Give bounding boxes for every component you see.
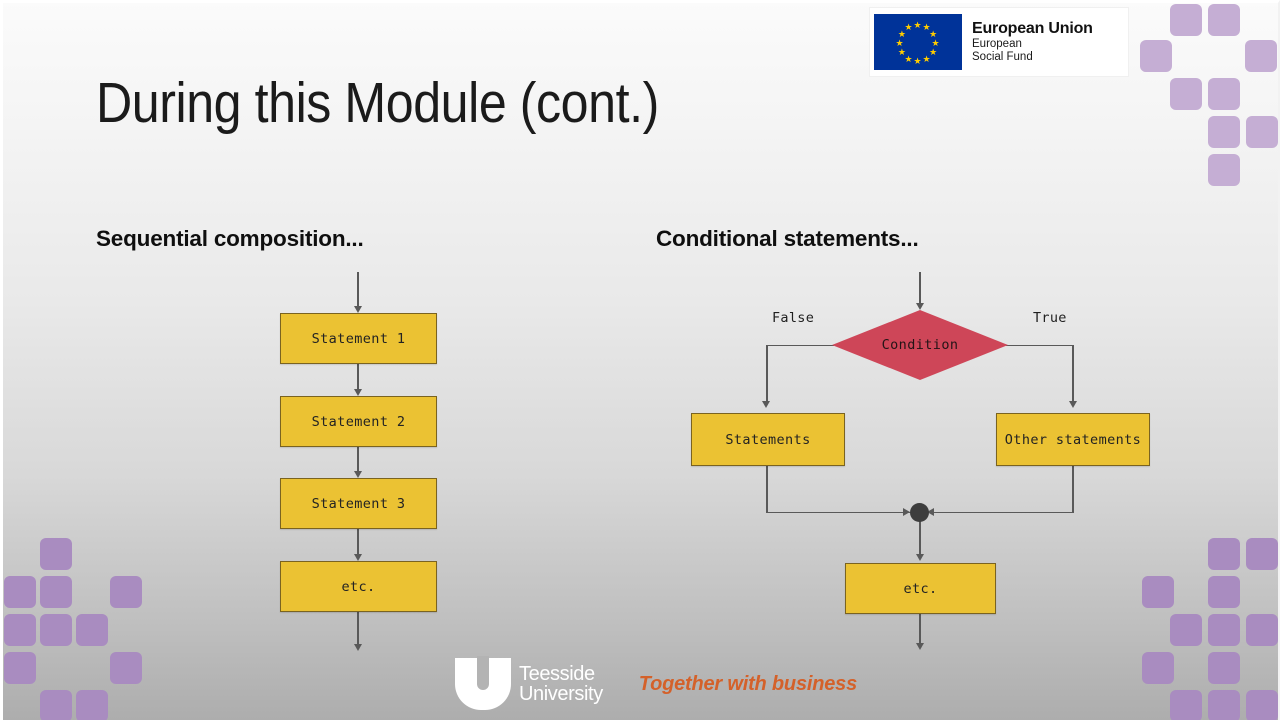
flow-merge-junction xyxy=(910,503,929,522)
decoration-square xyxy=(76,614,108,646)
flow-box-statements: Statements xyxy=(691,413,845,466)
decoration-square xyxy=(1170,690,1202,720)
decoration-square xyxy=(40,614,72,646)
flow-box-etc: etc. xyxy=(280,561,437,612)
section-heading-sequential: Sequential composition... xyxy=(96,226,364,251)
flow-box-label: Statement 1 xyxy=(311,330,406,347)
flow-connector xyxy=(919,614,921,644)
decoration-square xyxy=(40,538,72,570)
flow-box-statement-1: Statement 1 xyxy=(280,313,437,364)
flow-decision-label: Condition xyxy=(881,337,959,353)
decoration-square xyxy=(40,576,72,608)
flow-arrowhead xyxy=(903,508,910,516)
flow-box-label: etc. xyxy=(341,578,376,595)
decoration-square xyxy=(1246,690,1278,720)
flow-arrowhead xyxy=(353,644,362,651)
flow-connector xyxy=(919,272,921,305)
flow-arrowhead xyxy=(353,554,362,561)
footer-branding: Teesside University Together with busine… xyxy=(455,655,857,713)
flow-connector xyxy=(357,447,359,472)
flow-connector xyxy=(766,466,768,513)
eu-logo-text: European Union European Social Fund xyxy=(972,20,1093,64)
decoration-square xyxy=(4,652,36,684)
page-title: During this Module (cont.) xyxy=(96,71,659,135)
decoration-square xyxy=(1208,78,1240,110)
flow-box-label: Statement 3 xyxy=(311,495,406,512)
decoration-square xyxy=(1246,538,1278,570)
decoration-square xyxy=(1140,40,1172,72)
flow-connector xyxy=(766,344,768,403)
european-union-logo: European Union European Social Fund xyxy=(870,8,1128,76)
flow-arrowhead xyxy=(353,306,362,313)
decoration-square xyxy=(40,690,72,720)
decoration-square xyxy=(110,576,142,608)
flow-connector xyxy=(1006,344,1074,347)
flow-connector xyxy=(1072,344,1074,403)
flow-box-label: Statements xyxy=(725,431,811,448)
flow-box-statement-3: Statement 3 xyxy=(280,478,437,529)
flow-connector xyxy=(919,521,921,555)
flow-arrowhead xyxy=(353,389,362,396)
decoration-square xyxy=(1246,116,1278,148)
eu-flag-icon xyxy=(874,14,962,70)
wordmark-line-1: Teesside xyxy=(519,663,595,685)
decoration-square xyxy=(76,690,108,720)
flow-arrowhead xyxy=(915,643,924,650)
decoration-square xyxy=(1170,78,1202,110)
eu-logo-subtitle-line2: Social Fund xyxy=(972,50,1033,63)
flow-connector xyxy=(929,511,1074,514)
flow-arrowhead xyxy=(1068,401,1077,408)
flow-connector xyxy=(1072,466,1074,513)
flow-box-etc: etc. xyxy=(845,563,996,614)
flow-arrowhead xyxy=(762,401,771,408)
decoration-square xyxy=(1208,116,1240,148)
decoration-square xyxy=(1208,652,1240,684)
flow-box-other-statements: Other statements xyxy=(996,413,1150,466)
flow-connector xyxy=(357,612,359,645)
decoration-square xyxy=(4,614,36,646)
branch-label-false: False xyxy=(772,310,815,326)
decoration-square xyxy=(4,576,36,608)
decoration-square xyxy=(1170,614,1202,646)
flow-connector xyxy=(357,529,359,555)
flow-connector xyxy=(357,272,359,308)
decoration-square xyxy=(1208,4,1240,36)
section-heading-conditional: Conditional statements... xyxy=(656,226,919,251)
flow-box-statement-2: Statement 2 xyxy=(280,396,437,447)
decoration-square xyxy=(1208,690,1240,720)
teesside-university-logo-icon xyxy=(455,656,511,710)
flow-connector xyxy=(766,511,911,514)
flow-arrowhead xyxy=(915,554,924,561)
flow-box-label: Other statements xyxy=(1004,431,1142,448)
decoration-square xyxy=(1170,4,1202,36)
decoration-square xyxy=(1142,652,1174,684)
decoration-square xyxy=(1208,154,1240,186)
flow-connector xyxy=(766,344,834,347)
decoration-square xyxy=(1246,614,1278,646)
teesside-university-wordmark: Teesside University xyxy=(519,664,603,704)
decoration-square xyxy=(1142,576,1174,608)
u-mark-inner xyxy=(477,656,489,690)
flow-connector xyxy=(357,364,359,390)
eu-logo-subtitle-line1: European xyxy=(972,38,1022,51)
flow-decision-condition: Condition xyxy=(832,310,1008,380)
flow-arrowhead xyxy=(353,471,362,478)
eu-logo-title: European Union xyxy=(972,20,1093,38)
decoration-square xyxy=(1245,40,1277,72)
decoration-square xyxy=(110,652,142,684)
flow-box-label: etc. xyxy=(903,580,938,597)
decoration-square xyxy=(1208,538,1240,570)
flow-arrowhead xyxy=(927,508,934,516)
flow-arrowhead xyxy=(915,303,924,310)
decoration-square xyxy=(1208,614,1240,646)
branch-label-true: True xyxy=(1033,310,1067,326)
wordmark-line-2: University xyxy=(519,683,603,705)
flow-box-label: Statement 2 xyxy=(311,413,406,430)
decoration-square xyxy=(1208,576,1240,608)
footer-tagline: Together with business xyxy=(638,672,858,695)
